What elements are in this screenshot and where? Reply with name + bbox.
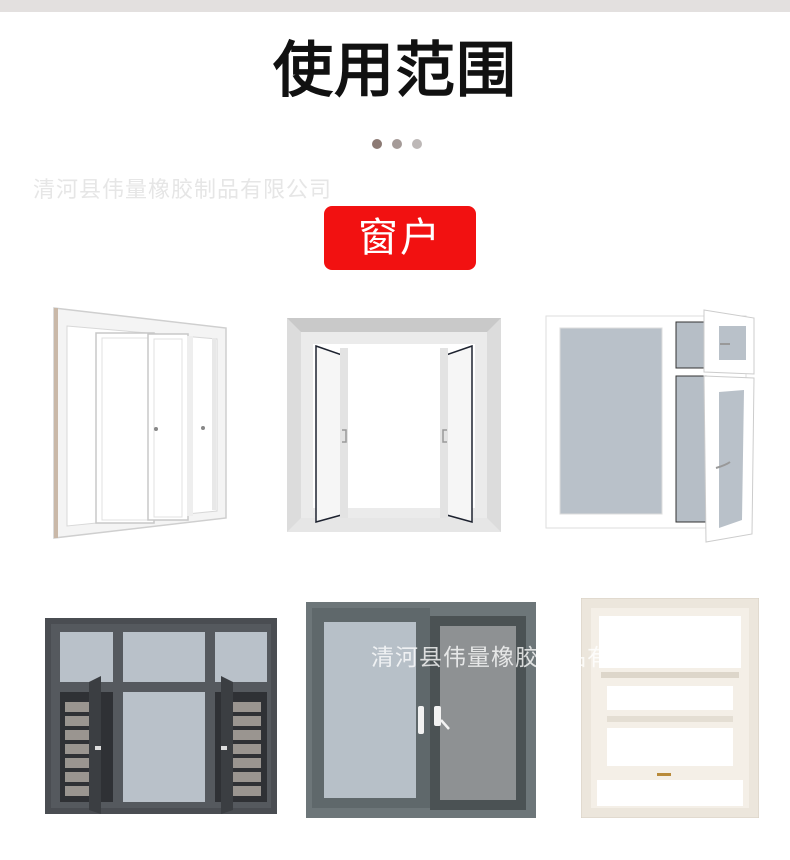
product-image-grey-sliding-screen — [306, 602, 536, 818]
watermark-top: 清河县伟量橡胶制品有限公司 — [33, 178, 333, 203]
dot-3 — [412, 139, 422, 149]
category-badge: 窗户 — [324, 206, 476, 270]
product-image-cream-sash-window — [581, 598, 759, 818]
product-image-white-casement-transom — [545, 309, 755, 543]
watermark-overlay: 清河县伟量橡胶制品有限公司 — [371, 645, 683, 671]
top-divider-bar — [0, 0, 790, 12]
section-title: 使用范围 — [273, 36, 517, 106]
product-image-white-sliding-window — [53, 307, 227, 539]
product-image-white-double-casement — [287, 318, 501, 532]
dot-2 — [392, 139, 402, 149]
product-image-dark-casement-grille — [45, 618, 277, 814]
decorative-dots — [372, 139, 422, 149]
dot-1 — [372, 139, 382, 149]
